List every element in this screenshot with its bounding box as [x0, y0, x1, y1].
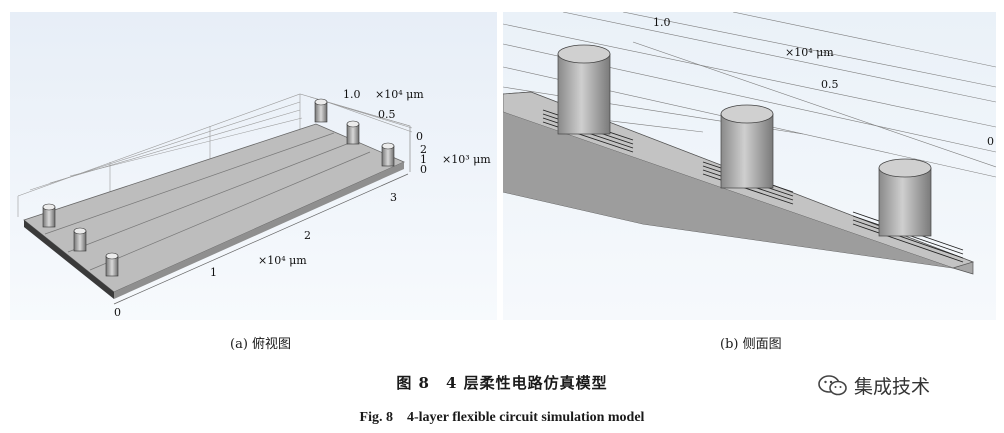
pin-cylinders: [42, 98, 395, 277]
y-axis-unit: ×10⁴ μm: [375, 88, 424, 101]
top-view-render: 1.0 ×10⁴ μm 0.5 0 2 1 0 ×10³ μm 3 2 1 ×1…: [17, 88, 491, 319]
circuit-board: [23, 123, 405, 299]
panel-top-view: 1.0 ×10⁴ μm 0.5 0 2 1 0 ×10³ μm 3 2 1 ×1…: [10, 12, 497, 320]
figure-caption-en: Fig. 8 4-layer flexible circuit simulati…: [359, 410, 645, 425]
x-tick-1: 1: [210, 266, 217, 279]
watermark: 集成技术: [818, 372, 930, 399]
pin-cylinder: [42, 203, 56, 228]
x-axis-unit: ×10⁴ μm: [258, 254, 307, 267]
pin-cylinder: [720, 104, 774, 189]
pin-cylinder: [557, 44, 611, 135]
pin-cylinder: [105, 252, 119, 277]
pin-cylinders-side: [557, 44, 932, 237]
x-tick-2: 2: [304, 229, 311, 242]
panel-side-view: 1.0 ×10⁴ μm 0.5 0: [503, 12, 996, 320]
pin-cylinder: [346, 120, 360, 145]
z-tick-1: 1: [420, 153, 427, 166]
pin-cylinder: [381, 142, 395, 167]
origin-label: 0: [114, 306, 121, 319]
z-tick-0: 0: [416, 130, 423, 143]
tick-0-5: 0.5: [821, 78, 839, 91]
x-axis-line: [113, 173, 409, 305]
y-tick-0-5: 0.5: [378, 108, 396, 121]
pin-cylinder: [314, 98, 328, 123]
tick-0: 0: [987, 135, 994, 148]
axis-unit: ×10⁴ μm: [785, 46, 834, 59]
z-axis-unit: ×10³ μm: [442, 153, 491, 166]
wechat-icon: [818, 374, 848, 397]
subcaption-a: (a) 俯视图: [230, 337, 292, 352]
z-tick-0b: 0: [420, 163, 427, 176]
tick-1-0: 1.0: [653, 16, 671, 29]
figure-caption-zh: 图 8 4 层柔性电路仿真模型: [396, 374, 608, 392]
side-view-render: 1.0 ×10⁴ μm 0.5 0: [503, 12, 996, 275]
pin-cylinder: [73, 227, 87, 252]
x-tick-3: 3: [390, 191, 397, 204]
subcaption-b: (b) 侧面图: [720, 337, 782, 352]
watermark-text: 集成技术: [854, 376, 931, 398]
pin-cylinder: [878, 158, 932, 237]
z-tick-2: 2: [420, 143, 427, 156]
y-tick-1-0: 1.0: [343, 88, 361, 101]
axis-grid-box: [17, 93, 413, 217]
